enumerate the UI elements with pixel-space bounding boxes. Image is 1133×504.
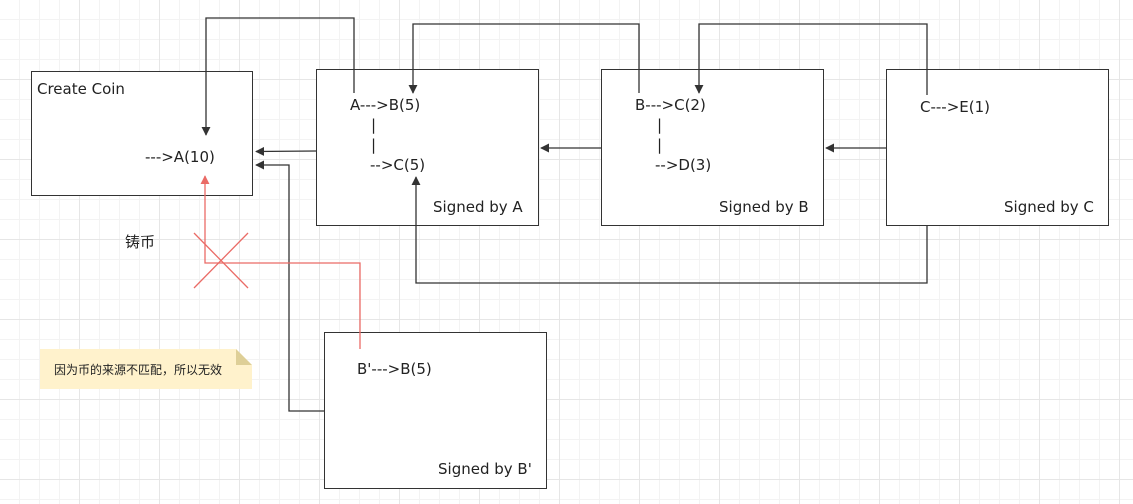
box-b-pipe-2: | <box>657 136 663 154</box>
invalid-cross-line-2 <box>193 232 249 289</box>
edge-bprime-to-create <box>255 160 324 412</box>
note-shape[interactable] <box>40 349 252 389</box>
create-coin-title: Create Coin <box>37 80 125 98</box>
mint-label: 铸币 <box>125 233 156 251</box>
box-b-tx-2: -->D(3) <box>655 156 712 174</box>
box-a-tx-2: -->C(5) <box>370 156 426 174</box>
box-a-signature: Signed by A <box>433 198 523 216</box>
invalid-cross-line-1 <box>193 232 249 289</box>
box-c-tx-1: C--->E(1) <box>920 98 991 116</box>
box-bprime-signature: Signed by B' <box>438 460 532 478</box>
box-b-signature: Signed by B <box>719 198 809 216</box>
box-a-tx-1: A--->B(5) <box>350 96 421 114</box>
box-a-pipe-2: | <box>371 136 377 154</box>
box-c-signature: Signed by C <box>1004 198 1094 216</box>
box-b-pipe-1: | <box>657 116 663 134</box>
edge-box-a-to-create <box>255 146 317 156</box>
box-bprime-tx-1: B'--->B(5) <box>357 360 432 378</box>
note-text: 因为币的来源不匹配，所以无效 <box>54 363 223 377</box>
create-coin-output: --->A(10) <box>145 148 215 166</box>
box-b-tx-1: B--->C(2) <box>635 96 706 114</box>
signed-by-b-prime-box[interactable] <box>324 332 547 489</box>
box-a-pipe-1: | <box>371 116 377 134</box>
